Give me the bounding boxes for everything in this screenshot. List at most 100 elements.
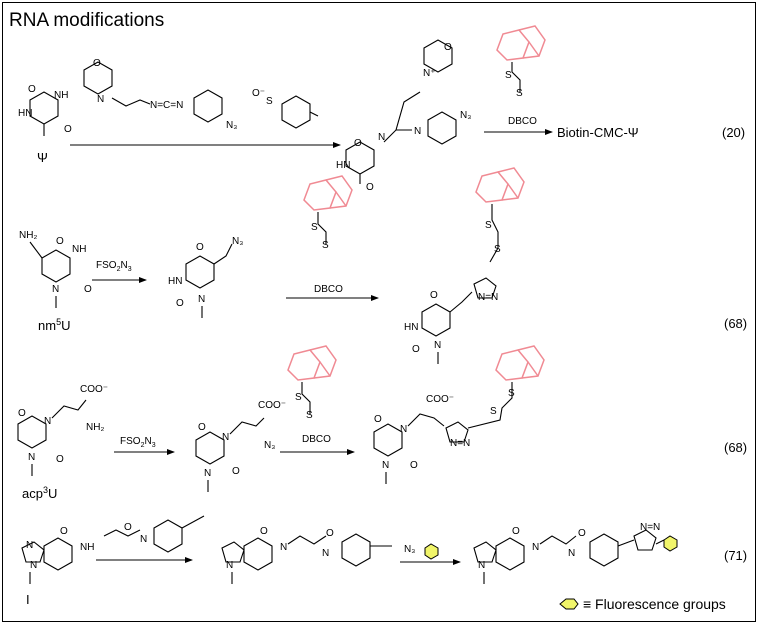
- alkyne-intermediate: O N O N N: [221, 526, 392, 584]
- svg-text:N₃: N₃: [264, 440, 275, 451]
- inosine-click-product: O N O N N=N N: [473, 522, 678, 584]
- fluorescence-hex-reagent: [424, 543, 439, 560]
- acp3u-label: acp3U: [22, 485, 57, 501]
- n3-intermediate-nm5u: HN O O N N₃: [168, 236, 243, 318]
- svg-text:N: N: [204, 468, 211, 479]
- svg-text:COO⁻: COO⁻: [258, 400, 286, 411]
- dbco-label-1: DBCO: [508, 116, 537, 127]
- ref-71: (71): [724, 548, 747, 563]
- inosine-label: I: [26, 592, 30, 607]
- svg-text:NH₂: NH₂: [86, 422, 104, 433]
- svg-text:N: N: [222, 432, 229, 443]
- svg-text:N: N: [44, 416, 51, 427]
- svg-text:N⁺: N⁺: [423, 68, 436, 79]
- svg-text:S: S: [505, 70, 512, 81]
- svg-text:N₃: N₃: [404, 544, 415, 555]
- svg-text:N: N: [414, 126, 421, 137]
- psi-label: Ψ: [37, 150, 48, 165]
- svg-text:O⁻: O⁻: [252, 88, 265, 99]
- svg-text:N: N: [30, 560, 37, 571]
- svg-text:COO⁻: COO⁻: [426, 394, 454, 405]
- svg-text:NH: NH: [80, 542, 94, 553]
- svg-text:N: N: [532, 542, 539, 553]
- svg-text:N₃: N₃: [460, 110, 471, 121]
- svg-text:N: N: [382, 460, 389, 471]
- svg-text:O: O: [93, 58, 101, 69]
- acp3u-label-tail: U: [48, 486, 57, 501]
- figure-title: RNA modifications: [9, 10, 165, 31]
- svg-text:N: N: [280, 542, 287, 553]
- svg-text:O: O: [374, 414, 382, 425]
- svg-text:N: N: [97, 94, 104, 105]
- ref-68-a: (68): [724, 316, 747, 331]
- nm5u-label-base: nm: [38, 318, 56, 333]
- svg-text:O: O: [56, 236, 64, 247]
- nm5u-label-tail: U: [61, 318, 70, 333]
- svg-text:N: N: [434, 340, 441, 351]
- svg-text:O: O: [578, 528, 586, 539]
- ref-20: (20): [722, 125, 745, 140]
- cmc-reagent: O N N=C=N N₃: [83, 58, 237, 131]
- fluorescence-legend-hex: [559, 598, 579, 610]
- svg-text:NH₂: NH₂: [19, 230, 37, 241]
- svg-text:O: O: [366, 182, 374, 193]
- svg-text:S: S: [490, 406, 497, 417]
- svg-text:HN: HN: [168, 276, 182, 287]
- dbco-label-2: DBCO: [314, 284, 343, 295]
- svg-text:O: O: [512, 526, 520, 537]
- svg-text:S: S: [494, 244, 501, 255]
- svg-text:O: O: [176, 298, 184, 309]
- svg-text:NH: NH: [72, 244, 86, 255]
- svg-text:N=N: N=N: [450, 438, 470, 449]
- svg-text:S: S: [266, 96, 273, 107]
- acp3u-click-product: O N COO⁻ O N N=N S S: [373, 345, 545, 484]
- svg-text:S: S: [295, 392, 302, 403]
- n3-intermediate-acp3u: O N COO⁻ N₃ O N: [195, 400, 286, 492]
- svg-text:O: O: [354, 138, 362, 149]
- svg-text:S: S: [322, 240, 329, 251]
- fso2n3-sub2-1: 3: [128, 266, 132, 273]
- fso2n3-sub2-2: 3: [152, 442, 156, 449]
- svg-text:HN: HN: [404, 322, 418, 333]
- svg-text:S: S: [485, 220, 492, 231]
- svg-text:O: O: [260, 526, 268, 537]
- inosine-structure: O NH N N: [21, 526, 94, 584]
- svg-text:O: O: [412, 344, 420, 355]
- svg-text:S: S: [306, 410, 313, 421]
- svg-text:O: O: [444, 42, 452, 53]
- ref-68-b: (68): [724, 440, 747, 455]
- svg-text:O: O: [430, 290, 438, 301]
- nm5u-click-product: HN O O N N=N S S: [404, 167, 525, 364]
- fso2n3-a-2: FSO: [120, 436, 141, 447]
- acp3u-structure: O N COO⁻ NH₂ O N: [17, 384, 108, 476]
- svg-text:HN: HN: [336, 160, 350, 171]
- acrylamide-reagent: O N: [103, 515, 205, 553]
- fso2n3-a-1: FSO: [96, 260, 117, 271]
- fso2n3-sub-2: 2: [141, 442, 145, 449]
- svg-text:O: O: [196, 242, 204, 253]
- psi-structure: HN NH O O: [18, 84, 72, 136]
- svg-text:N₃: N₃: [226, 120, 237, 131]
- svg-text:S: S: [508, 388, 515, 399]
- nm5u-label: nm5U: [38, 317, 70, 333]
- svg-text:COO⁻: COO⁻: [80, 384, 108, 395]
- svg-text:N: N: [198, 294, 205, 305]
- svg-text:N: N: [478, 560, 485, 571]
- svg-text:O: O: [124, 522, 132, 533]
- svg-text:HN: HN: [18, 108, 32, 119]
- fso2n3-label-1: FSO2N3: [96, 260, 132, 273]
- svg-text:O: O: [56, 454, 64, 465]
- fso2n3-label-2: FSO2N3: [120, 436, 156, 449]
- fso2n3-b-1: N: [120, 260, 127, 271]
- biotin-cmc-psi-label: Biotin-CMC-Ψ: [557, 125, 639, 140]
- svg-text:N=N: N=N: [478, 292, 498, 303]
- svg-text:O: O: [232, 466, 240, 477]
- svg-text:N: N: [322, 548, 329, 559]
- svg-text:O: O: [28, 84, 36, 95]
- tosylate-reagent: O⁻ S: [252, 88, 319, 129]
- svg-text:N: N: [28, 452, 35, 463]
- svg-text:N: N: [226, 560, 233, 571]
- svg-text:N: N: [140, 534, 147, 545]
